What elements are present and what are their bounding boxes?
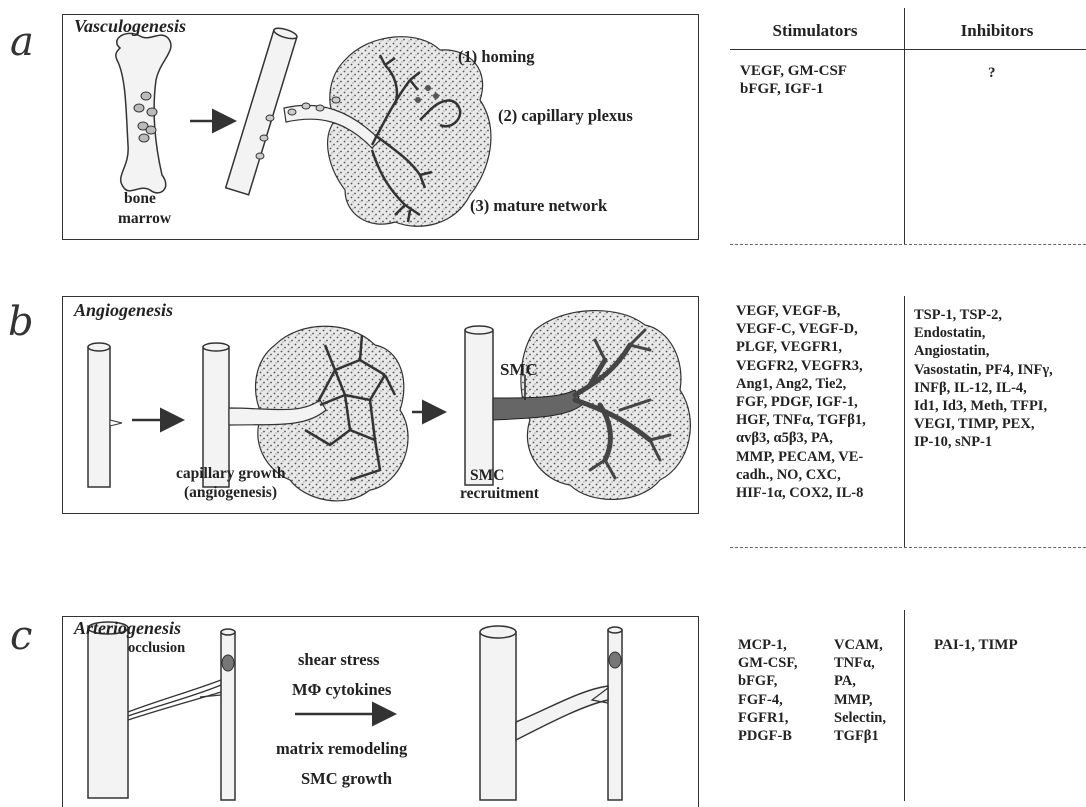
- stimulator-b-line: VEGFR2, VEGFR3,: [736, 357, 866, 375]
- label-occlusion: occlusion: [128, 640, 185, 657]
- stimulator-c-line: MCP-1,: [738, 636, 797, 654]
- panel-b-frame: [62, 296, 699, 514]
- inhibitor-a-line: ?: [988, 64, 996, 82]
- inhibitors-c: PAI-1, TIMP: [934, 636, 1018, 654]
- table-divider-a: [904, 8, 905, 244]
- panel-b-title: Angiogenesis: [74, 300, 173, 321]
- inhibitor-b-line: Id1, Id3, Meth, TFPI,: [914, 397, 1053, 415]
- inhibitors-b: TSP-1, TSP-2, Endostatin, Angiostatin, V…: [914, 306, 1053, 452]
- stimulators-header: Stimulators: [730, 21, 900, 41]
- inhibitor-c-line: PAI-1, TIMP: [934, 636, 1018, 654]
- label-smc-recruitment-1: SMC: [470, 467, 504, 486]
- stimulator-b-line: VEGF, VEGF-B,: [736, 302, 866, 320]
- stimulators-c-col2: VCAM, TNFα, PA, MMP, Selectin, TGFβ1: [834, 636, 886, 745]
- inhibitors-header: Inhibitors: [908, 21, 1086, 41]
- stimulator-a-line: VEGF, GM-CSF: [740, 62, 847, 80]
- stimulator-c-line: FGFR1,: [738, 709, 797, 727]
- stimulator-a-line: bFGF, IGF-1: [740, 80, 847, 98]
- inhibitor-b-line: Endostatin,: [914, 324, 1053, 342]
- stimulators-c-col1: MCP-1, GM-CSF, bFGF, FGF-4, FGFR1, PDGF-…: [738, 636, 797, 745]
- stimulator-c-line: MMP,: [834, 691, 886, 709]
- inhibitor-b-line: Vasostatin, PF4, INFγ,: [914, 361, 1053, 379]
- label-smc-recruitment-2: recruitment: [460, 485, 539, 504]
- panel-a-title: Vasculogenesis: [74, 16, 186, 37]
- panel-letter-b: b: [8, 302, 34, 342]
- stimulator-c-line: PDGF-B: [738, 727, 797, 745]
- stimulator-b-line: FGF, PDGF, IGF-1,: [736, 393, 866, 411]
- inhibitor-b-line: TSP-1, TSP-2,: [914, 306, 1053, 324]
- inhibitor-b-line: IP-10, sNP-1: [914, 433, 1053, 451]
- stimulator-c-line: bFGF,: [738, 672, 797, 690]
- stimulator-b-line: HGF, TNFα, TGFβ1,: [736, 411, 866, 429]
- stimulator-b-line: αvβ3, α5β3, PA,: [736, 429, 866, 447]
- table-divider-b: [904, 296, 905, 548]
- stimulators-b: VEGF, VEGF-B, VEGF-C, VEGF-D, PLGF, VEGF…: [736, 302, 866, 502]
- stimulator-c-line: TNFα,: [834, 654, 886, 672]
- inhibitor-b-line: INFβ, IL-12, IL-4,: [914, 379, 1053, 397]
- stimulator-c-line: TGFβ1: [834, 727, 886, 745]
- stimulator-b-line: PLGF, VEGFR1,: [736, 338, 866, 356]
- label-angiogenesis-paren: (angiogenesis): [184, 484, 277, 503]
- label-smc: SMC: [500, 360, 538, 380]
- stimulator-b-line: Ang1, Ang2, Tie2,: [736, 375, 866, 393]
- label-marrow: marrow: [118, 210, 171, 229]
- label-bone: bone: [124, 190, 156, 209]
- inhibitor-b-line: VEGI, TIMP, PEX,: [914, 415, 1053, 433]
- stimulator-c-line: VCAM,: [834, 636, 886, 654]
- label-shear-stress: shear stress: [298, 650, 379, 670]
- label-matrix-remodeling: matrix remodeling: [276, 739, 407, 759]
- label-homing: (1) homing: [458, 47, 535, 67]
- stimulator-c-line: FGF-4,: [738, 691, 797, 709]
- stimulator-c-line: Selectin,: [834, 709, 886, 727]
- separator-b: [730, 547, 1086, 548]
- label-smc-growth: SMC growth: [301, 769, 392, 789]
- inhibitors-a: ?: [988, 64, 996, 82]
- label-capillary-plexus: (2) capillary plexus: [498, 106, 633, 126]
- stimulators-a: VEGF, GM-CSF bFGF, IGF-1: [740, 62, 847, 98]
- panel-letter-a: a: [10, 22, 34, 62]
- panel-letter-c: c: [10, 616, 32, 656]
- stimulator-b-line: VEGF-C, VEGF-D,: [736, 320, 866, 338]
- stimulator-b-line: cadh., NO, CXC,: [736, 466, 866, 484]
- separator-a: [730, 244, 1086, 245]
- label-cytokines: MΦ cytokines: [292, 680, 391, 700]
- label-capillary-growth: capillary growth: [176, 465, 286, 484]
- stimulator-b-line: HIF-1α, COX2, IL-8: [736, 484, 866, 502]
- table-header-rule: [730, 49, 1086, 50]
- label-mature-network: (3) mature network: [470, 196, 607, 216]
- stimulator-c-line: PA,: [834, 672, 886, 690]
- table-divider-c: [904, 610, 905, 801]
- stimulator-c-line: GM-CSF,: [738, 654, 797, 672]
- stimulator-b-line: MMP, PECAM, VE-: [736, 448, 866, 466]
- panel-c-title: Arteriogenesis: [74, 618, 181, 639]
- inhibitor-b-line: Angiostatin,: [914, 342, 1053, 360]
